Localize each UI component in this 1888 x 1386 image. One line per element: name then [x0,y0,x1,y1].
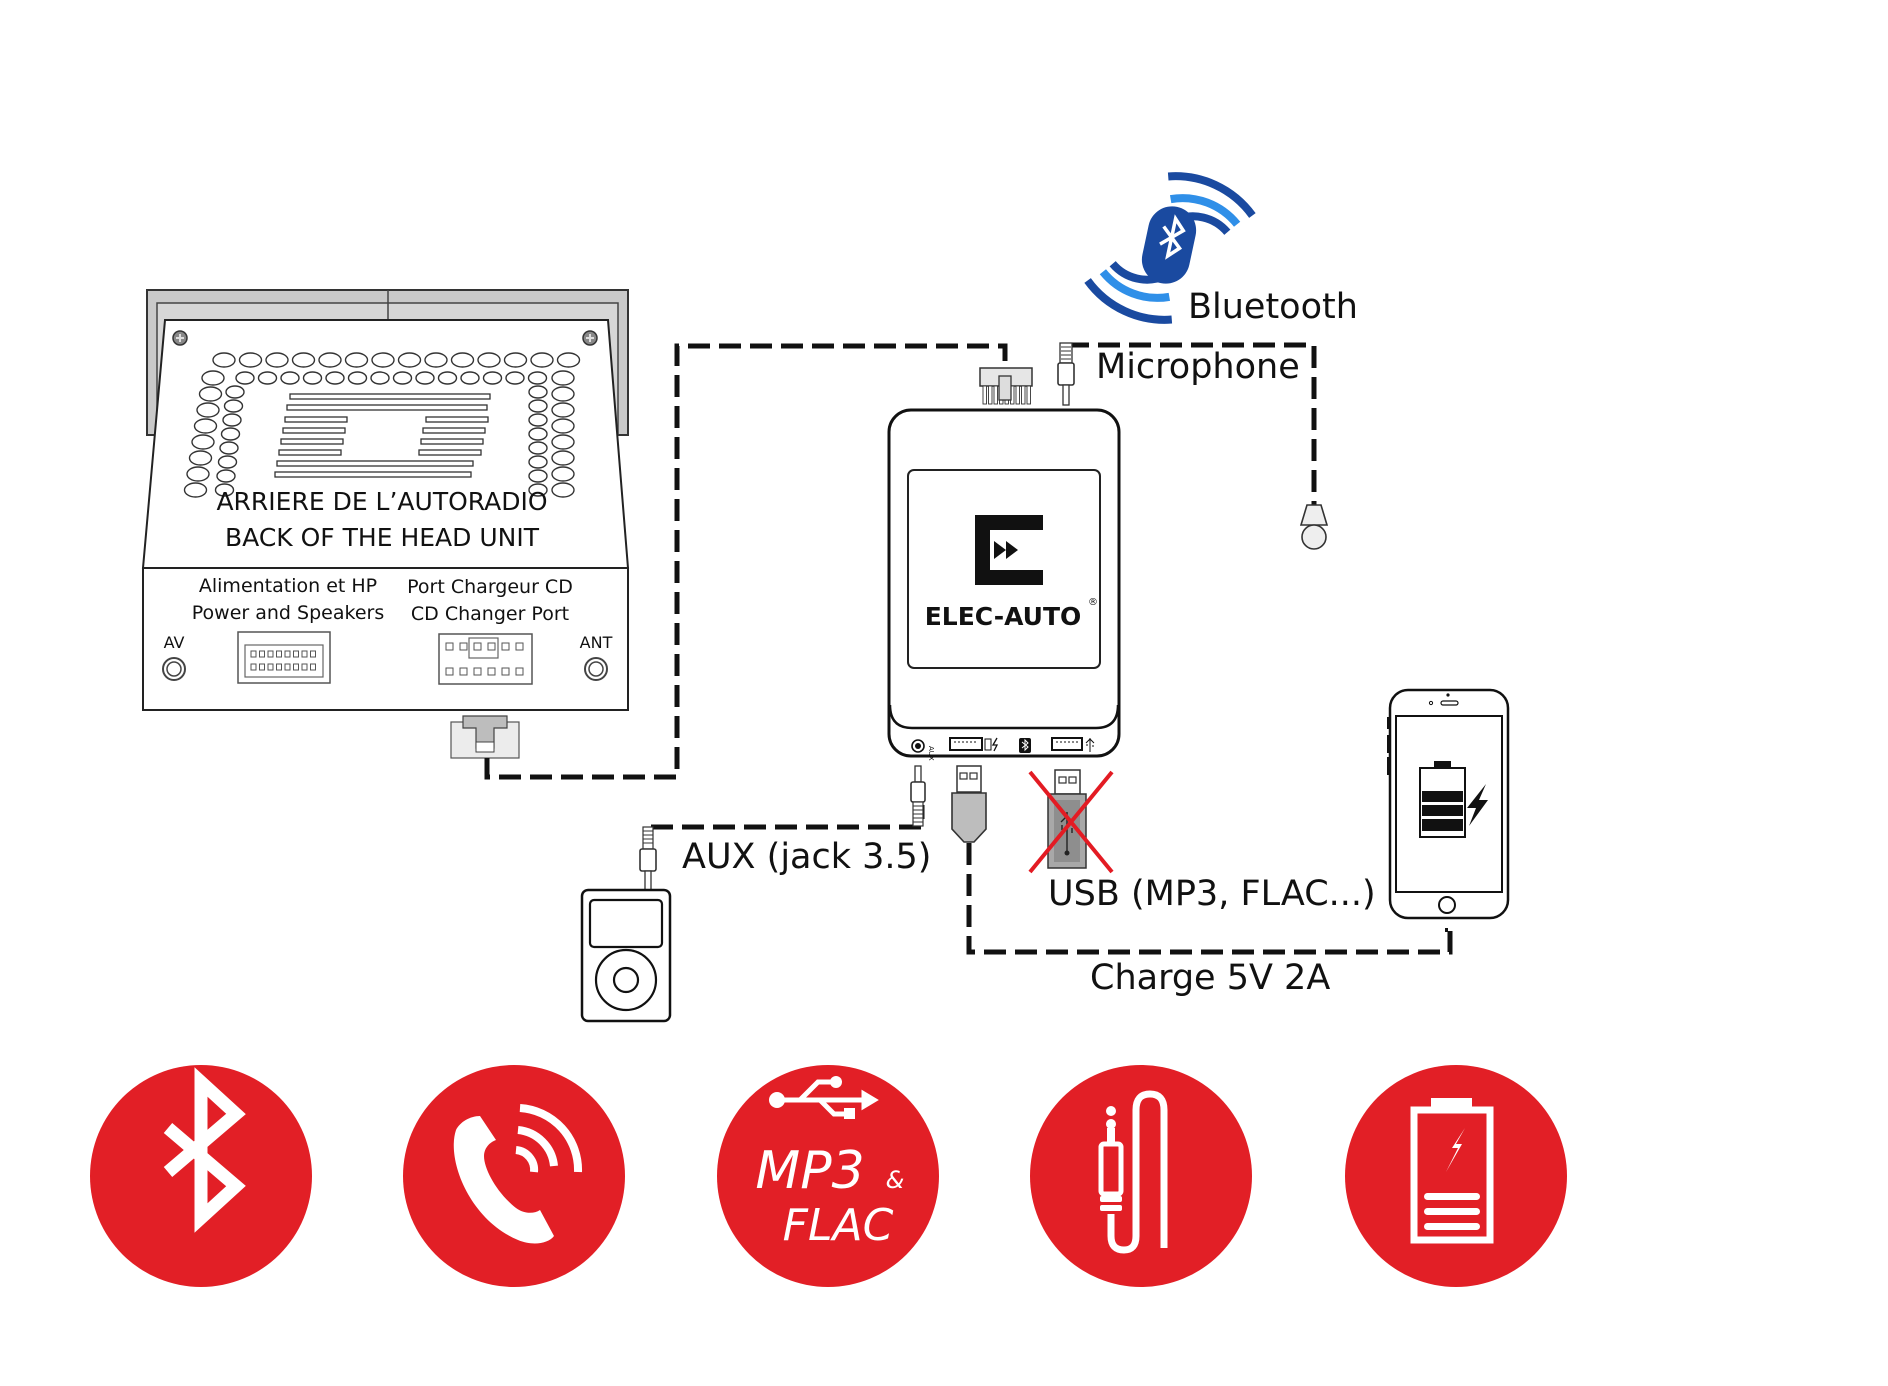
flac-text: FLAC [783,1200,894,1251]
feature-mp3-flac-usb-icon: MP3 & FLAC [717,1065,939,1287]
ant-label: ANT [580,633,613,652]
av-label: AV [164,633,185,652]
mp3-text: MP3 [755,1141,864,1201]
aux-jack-device-plug-icon [639,826,657,892]
power-speaker-connector-icon [237,631,331,684]
microphone-label: Microphone [1096,347,1300,387]
cd-changer-cable [484,343,1008,780]
ampersand-text: & [886,1166,905,1194]
bluetooth-badge-icon [1084,172,1256,324]
registered-mark: ® [1088,597,1098,608]
module-logo-panel [907,469,1101,669]
aux-jack-plug-icon [910,765,926,827]
vent-holes [183,352,581,498]
bluetooth-label: Bluetooth [1188,287,1358,327]
bluetooth-port-icon [1019,738,1031,753]
head-unit-port-panel [142,567,629,711]
cross-out-mark [1028,770,1114,874]
charge-cable [966,843,1453,955]
feature-battery-charge-icon [1345,1065,1567,1287]
aux-port-label: AUX [927,746,935,761]
elec-auto-logo-icon [975,515,1043,585]
head-unit-title-fr: ARRIERE DE L’AUTORADIO [216,487,547,516]
elec-auto-module: ELEC-AUTO ® AUX [887,342,1121,761]
feature-aux-cable-icon [1030,1065,1252,1287]
microphone-cable [1067,342,1317,505]
microphone-jack-icon [1057,342,1075,406]
phone-battery-charging-icon [1419,761,1488,838]
antenna-socket-icon [584,657,608,681]
aux-port-icon [911,739,925,753]
vent-slats [274,393,491,478]
feature-icons-row: MP3 & FLAC [90,1065,1567,1287]
head-unit-title-en: BACK OF THE HEAD UNIT [225,523,540,552]
mp3-player-icon [580,888,672,1023]
screw-icon [582,330,598,346]
module-brand-name: ELEC-AUTO [925,602,1082,631]
aux-label: AUX (jack 3.5) [682,837,931,877]
cd-changer-plug-icon [450,715,520,759]
usb-media-port-icon [1051,737,1095,752]
cd-port-label-fr: Port Chargeur CD [407,576,573,598]
screw-icon [172,330,188,346]
microphone-icon [1299,504,1329,550]
power-port-label-fr: Alimentation et HP [199,575,377,597]
usb-label: USB (MP3, FLAC...) [1048,874,1376,914]
cd-changer-connector-icon [438,633,533,685]
cd-port-label-en: CD Changer Port [411,603,569,625]
feature-bluetooth-icon [90,1065,312,1287]
power-port-label-en: Power and Speakers [192,602,384,624]
head-unit: ARRIERE DE L’AUTORADIO BACK OF THE HEAD … [141,289,630,759]
usb-charge-cable-plug-icon [951,765,987,843]
usb-charge-port-icon [949,737,999,752]
usb-stick-not-included-icon [1028,769,1114,874]
feature-phone-call-icon [403,1065,625,1287]
module-harness-connector-icon [979,367,1033,405]
av-socket-icon [162,657,186,681]
charge-label: Charge 5V 2A [1090,958,1330,998]
